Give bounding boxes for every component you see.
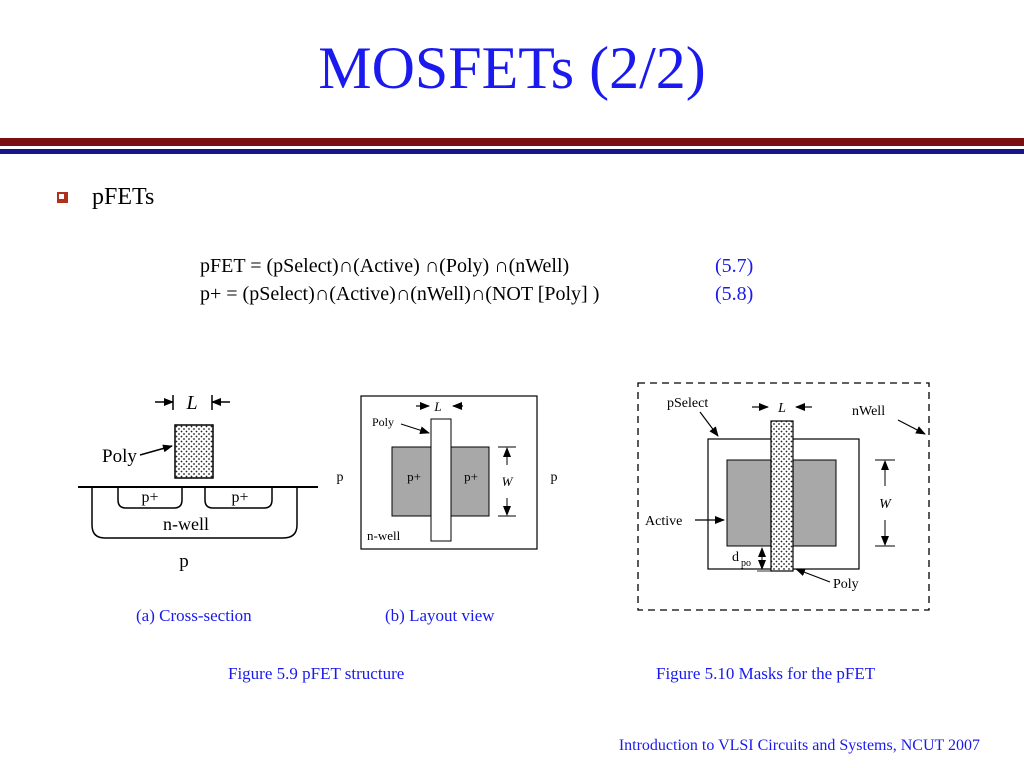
mask-poly-strip (770, 420, 794, 572)
mask-active-label: Active (645, 514, 682, 529)
layout-w-label: W (502, 474, 514, 489)
masks-figure: pSelect L nWell W Active d po Poly (637, 382, 930, 611)
mask-pselect-label: pSelect (667, 396, 708, 411)
cross-section-nwell-label: n-well (163, 514, 209, 534)
cross-section-poly-label: Poly (102, 446, 137, 467)
bullet-icon (57, 192, 68, 203)
cross-section-poly-gate (174, 424, 214, 479)
title-divider-blue (0, 149, 1024, 154)
caption-figure-5-9: Figure 5.9 pFET structure (228, 664, 405, 683)
slide-title: MOSFETs (2/2) (318, 35, 706, 101)
cross-section-l-label: L (185, 392, 197, 414)
layout-poly-label: Poly (372, 415, 394, 429)
equation-5-8: p+ = (pSelect)∩(Active)∩(nWell)∩(NOT [Po… (200, 283, 600, 305)
equation-number-5-8: (5.8) (715, 283, 754, 305)
mask-l-label: L (777, 401, 786, 416)
slide-footer: Introduction to VLSI Circuits and System… (618, 737, 980, 754)
layout-l-label: L (433, 399, 441, 414)
mask-w-label: W (879, 497, 892, 512)
mask-d-label: d (732, 550, 739, 565)
caption-layout-view: (b) Layout view (385, 606, 495, 625)
mask-nwell-boundary (637, 382, 930, 611)
title-divider-red (0, 138, 1024, 146)
cross-section-pplus-right: p+ (231, 489, 248, 506)
bullet-pfets: pFETs (92, 184, 155, 210)
mask-po-subscript: po (741, 558, 751, 569)
layout-pplus-right: p+ (464, 469, 478, 484)
cross-section-figure: L Poly p+ p+ n-well p (78, 392, 318, 572)
layout-view-figure: L Poly p+ p+ W p p n-well (337, 395, 558, 550)
equation-5-7: pFET = (pSelect)∩(Active) ∩(Poly) ∩(nWel… (200, 255, 570, 277)
cross-section-nwell-outline (91, 488, 298, 539)
caption-cross-section: (a) Cross-section (136, 606, 252, 625)
layout-p-right: p (551, 470, 558, 485)
equation-number-5-7: (5.7) (715, 255, 754, 277)
layout-p-left: p (337, 470, 344, 485)
caption-figure-5-10: Figure 5.10 Masks for the pFET (656, 664, 876, 683)
mask-poly-label: Poly (833, 577, 859, 592)
layout-nwell-label: n-well (367, 528, 401, 543)
mask-nwell-label: nWell (852, 404, 885, 419)
layout-pplus-left: p+ (407, 469, 421, 484)
cross-section-pplus-left: p+ (141, 489, 158, 506)
layout-poly-strip (430, 418, 452, 542)
cross-section-substrate-label: p (179, 551, 189, 572)
